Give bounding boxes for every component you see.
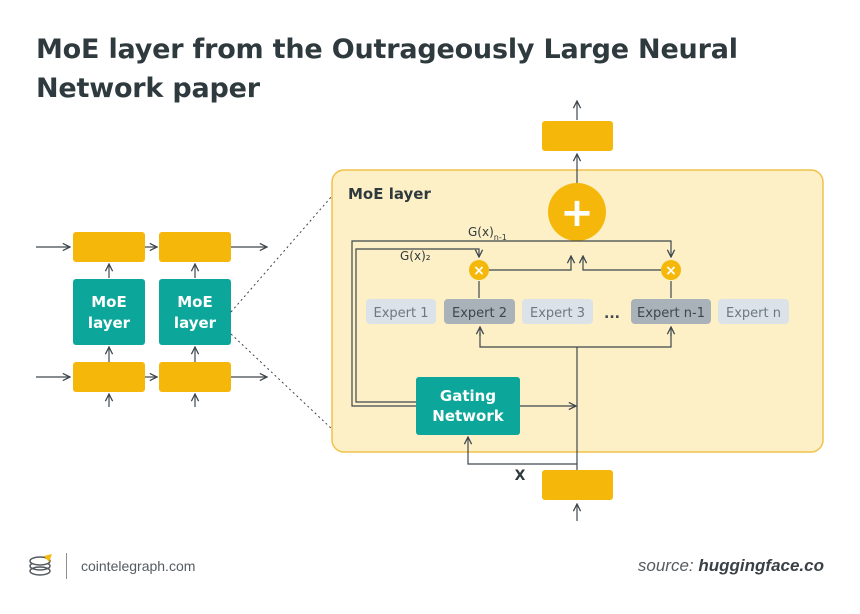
footer-brand-text: cointelegraph.com bbox=[81, 558, 196, 574]
expert-n-1-label: Expert n-1 bbox=[637, 306, 705, 321]
source-credit: source: huggingface.co bbox=[638, 556, 824, 576]
left-top-block-2 bbox=[159, 232, 231, 262]
expert-2: Expert 2 bbox=[444, 299, 515, 324]
gating-network-line1: Gating bbox=[440, 387, 496, 405]
source-prefix: source: bbox=[637, 556, 699, 575]
page-title: MoE layer from the Outrageously Large Ne… bbox=[36, 34, 738, 104]
multiply-node-2: × bbox=[469, 260, 489, 280]
expert-n: Expert n bbox=[718, 299, 789, 324]
sum-node: + bbox=[548, 183, 606, 241]
expert-3-label: Expert 3 bbox=[530, 306, 585, 321]
expert-2-label: Expert 2 bbox=[452, 306, 507, 321]
source-domain: huggingface.co bbox=[698, 556, 824, 575]
gate-label-2: G(x)₂ bbox=[400, 249, 431, 263]
input-block bbox=[542, 470, 613, 500]
multiply-icon: × bbox=[473, 263, 485, 279]
left-moe-block-2: MoE layer bbox=[159, 279, 231, 345]
expert-n-label: Expert n bbox=[726, 306, 781, 321]
experts-ellipsis: ... bbox=[604, 306, 620, 322]
output-block bbox=[542, 121, 613, 151]
left-stack bbox=[36, 247, 267, 407]
gate-label-n-1: G(x)n-1 bbox=[468, 225, 507, 242]
zoom-line-top bbox=[230, 195, 333, 313]
footer-divider bbox=[66, 553, 67, 579]
footer-brand: cointelegraph.com bbox=[28, 550, 195, 582]
gating-network-line2: Network bbox=[432, 407, 504, 425]
multiply-node-n-1: × bbox=[661, 260, 681, 280]
left-moe-block-2-line1: MoE bbox=[177, 293, 212, 311]
expert-n-1: Expert n-1 bbox=[631, 299, 711, 324]
gate-label-n-1-sub: n-1 bbox=[494, 233, 507, 242]
cointelegraph-logo-icon bbox=[29, 554, 52, 576]
expert-1: Expert 1 bbox=[366, 299, 436, 324]
left-moe-block-1: MoE layer bbox=[73, 279, 145, 345]
expert-1-label: Expert 1 bbox=[373, 306, 428, 321]
multiply-icon: × bbox=[665, 263, 677, 279]
zoom-line-bottom bbox=[230, 333, 333, 430]
left-top-block-1 bbox=[73, 232, 145, 262]
left-moe-block-2-line2: layer bbox=[174, 314, 217, 332]
expert-3: Expert 3 bbox=[522, 299, 593, 324]
left-moe-block-1-line1: MoE bbox=[91, 293, 126, 311]
input-label: X bbox=[515, 468, 526, 484]
sum-icon: + bbox=[560, 190, 594, 236]
left-bottom-block-1 bbox=[73, 362, 145, 392]
moe-panel-label: MoE layer bbox=[348, 185, 431, 203]
gating-network: Gating Network bbox=[416, 377, 520, 435]
left-bottom-block-2 bbox=[159, 362, 231, 392]
left-moe-block-1-line2: layer bbox=[88, 314, 131, 332]
gate-label-n-1-base: G(x) bbox=[468, 225, 494, 239]
